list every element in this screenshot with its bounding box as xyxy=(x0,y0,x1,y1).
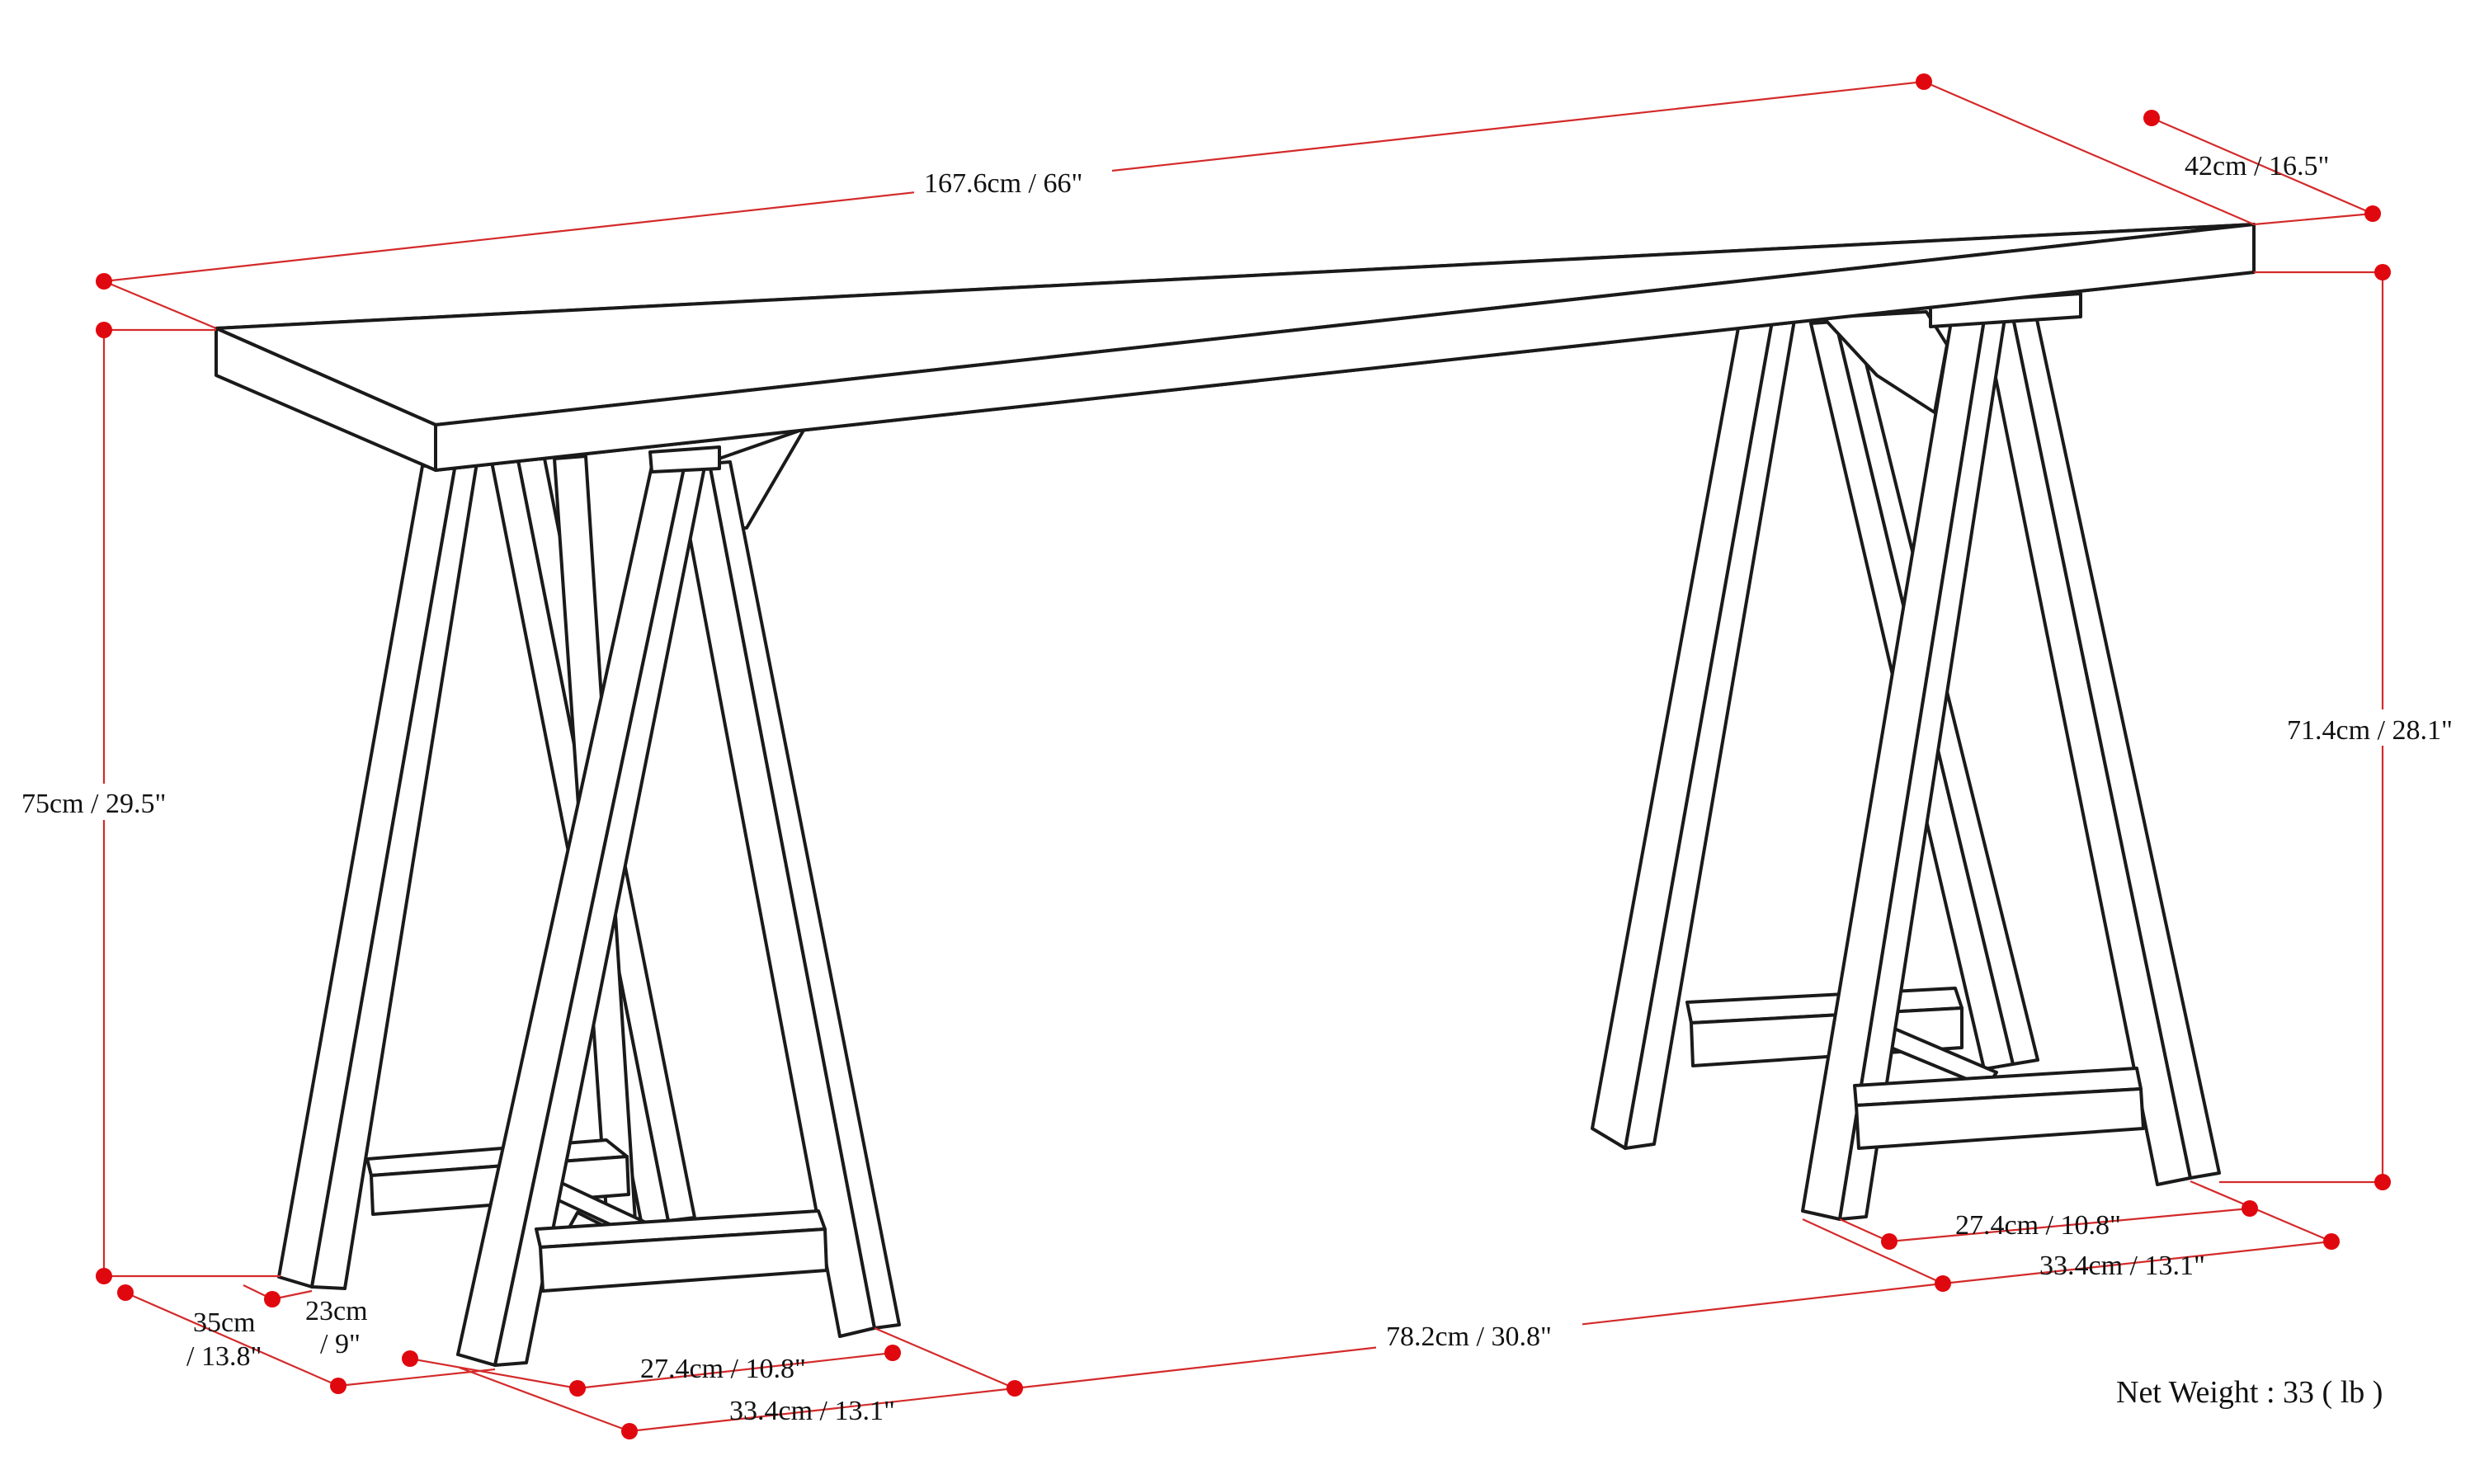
label-right-outer-span: 33.4cm / 13.1" xyxy=(2039,1251,2205,1281)
label-left-outer-span: 33.4cm / 13.1" xyxy=(729,1396,895,1426)
label-leg-depth: 35cm xyxy=(193,1307,256,1338)
label-depth-top: 42cm / 16.5" xyxy=(2185,151,2329,181)
label-right-inner-span: 27.4cm / 10.8" xyxy=(1955,1210,2121,1241)
label-inner-height: 71.4cm / 28.1" xyxy=(2287,715,2453,746)
label-total-length: 167.6cm / 66" xyxy=(924,168,1082,199)
label-leg-width: 23cm xyxy=(305,1296,368,1326)
net-weight: Net Weight : 33 ( lb ) xyxy=(2116,1375,2383,1410)
label-leg-depth-in: / 13.8" xyxy=(186,1341,262,1372)
label-between-legs: 78.2cm / 30.8" xyxy=(1386,1321,1552,1352)
label-leg-width-in: / 9" xyxy=(320,1329,361,1359)
dimension-dots xyxy=(96,73,2391,1439)
left-trestle xyxy=(277,427,901,1367)
table-drawing xyxy=(214,223,2256,1367)
right-trestle xyxy=(1591,292,2221,1221)
dimension-labels: 167.6cm / 66" 42cm / 16.5" 75cm / 29.5" … xyxy=(16,151,2475,1426)
label-left-inner-span: 27.4cm / 10.8" xyxy=(640,1354,806,1384)
label-total-height: 75cm / 29.5" xyxy=(21,789,166,819)
table-top xyxy=(214,223,2256,472)
